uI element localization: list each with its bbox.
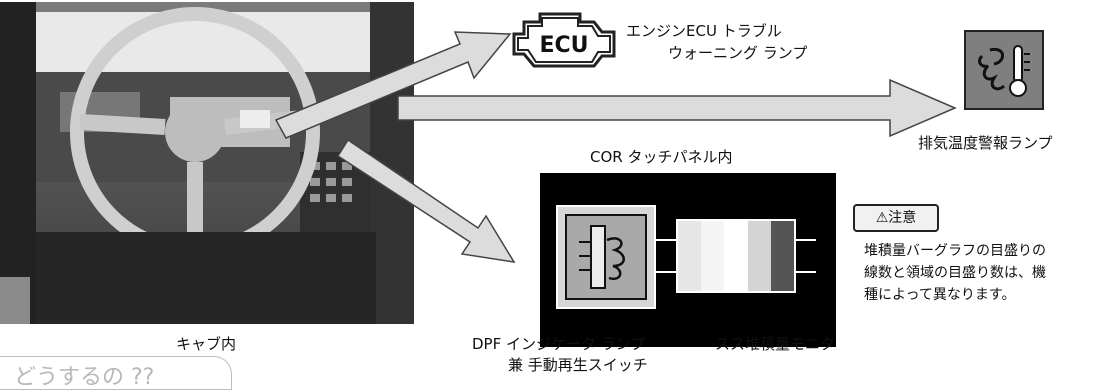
exhaust-temperature-lamp: [964, 30, 1044, 110]
caution-note-line: 種によって異なります。: [864, 287, 1016, 303]
cab-interior-photo: [0, 2, 414, 324]
soot-monitor-label: スス堆積量モニタ: [715, 335, 836, 353]
caution-note-line: 堆積量バーグラフの目盛りの: [864, 243, 1046, 259]
callout-arrows: [274, 31, 957, 263]
page-tab-text: どうするの ??: [14, 365, 155, 390]
dpf-button-face: [565, 214, 647, 300]
dpf-indicator-switch[interactable]: [556, 205, 656, 309]
arrow-to-exhaust-lamp: [397, 78, 957, 138]
bar-segment: [747, 221, 771, 291]
bar-segment: [701, 221, 725, 291]
dpf-monitor-connector: [656, 239, 676, 273]
ecu-engine-icon: ECU: [510, 6, 622, 76]
caution-badge: ⚠注意: [853, 204, 939, 232]
monitor-right-connector: [796, 239, 816, 273]
arrow-to-dpf-switch: [336, 138, 516, 263]
ecu-icon-text: ECU: [539, 33, 588, 58]
caution-note-line: 線数と領域の目盛り数は、機: [864, 265, 1046, 281]
bar-segment: [678, 221, 702, 291]
cor-panel-title: COR タッチパネル内: [590, 148, 733, 166]
dpf-lamp-label-line2: 兼 手動再生スイッチ: [508, 356, 648, 374]
page-tab: どうするの ??: [0, 356, 232, 390]
soot-accumulation-bar: [676, 219, 796, 293]
bar-segment: [724, 221, 748, 291]
ecu-lamp-label-line1: エンジンECU トラブル: [626, 22, 782, 40]
bar-segment: [770, 221, 794, 291]
exhaust-temp-lamp-label: 排気温度警報ランプ: [918, 134, 1053, 152]
dpf-filter-icon: [579, 225, 625, 289]
dpf-lamp-label-line1: DPF インジケータ ランプ: [472, 335, 646, 353]
cab-interior-label: キャブ内: [176, 335, 237, 353]
caution-note: 堆積量バーグラフの目盛りの 線数と領域の目盛り数は、機 種によって異なります。: [864, 240, 1046, 306]
exhaust-temperature-icon: [978, 45, 1030, 97]
arrow-to-ecu-lamp: [274, 31, 512, 139]
ecu-lamp-label-line2: ウォーニング ランプ: [668, 44, 808, 62]
